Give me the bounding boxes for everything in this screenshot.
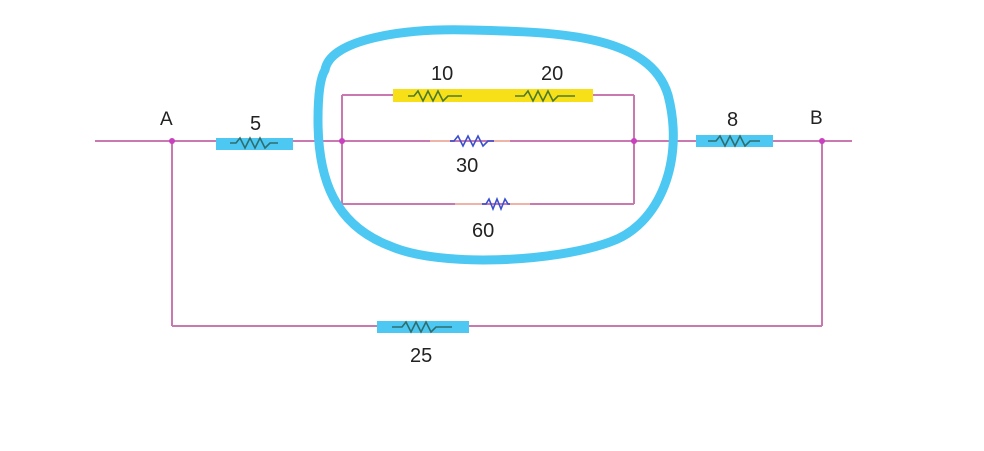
resistor-25-label: 25: [410, 345, 432, 367]
junctions: [169, 138, 825, 144]
wires: [95, 94, 852, 327]
highlight-marks: [216, 89, 773, 333]
junction-left-dot: [339, 138, 345, 144]
resistor-60-label: 60: [472, 220, 494, 242]
resistor-30-label: 30: [456, 155, 478, 177]
node-a-label: A: [160, 109, 173, 130]
resistor-8-symbol: [708, 134, 760, 148]
loop-annotation: [313, 25, 678, 265]
resistor-leads: [430, 140, 530, 205]
resistor-20-symbol: [515, 89, 575, 103]
resistor-20-label: 20: [541, 63, 563, 85]
highlight-r8: [696, 135, 773, 147]
resistor-8-label: 8: [727, 109, 738, 131]
node-b-label: B: [810, 108, 823, 129]
highlight-r10-r20: [393, 89, 593, 102]
resistor-symbols: [230, 89, 760, 334]
resistor-30-symbol: [450, 134, 494, 148]
resistor-5-label: 5: [250, 113, 261, 135]
junction-right-dot: [631, 138, 637, 144]
resistor-10-symbol: [408, 89, 462, 103]
node-a-dot: [169, 138, 175, 144]
labels: A B 5 10 20 30 60 8 25: [160, 63, 823, 367]
resistor-10-label: 10: [431, 63, 453, 85]
resistor-5-symbol: [230, 136, 278, 150]
resistor-60-symbol: [482, 196, 510, 212]
node-b-dot: [819, 138, 825, 144]
resistor-25-symbol: [392, 320, 452, 334]
highlight-r5: [216, 138, 293, 150]
